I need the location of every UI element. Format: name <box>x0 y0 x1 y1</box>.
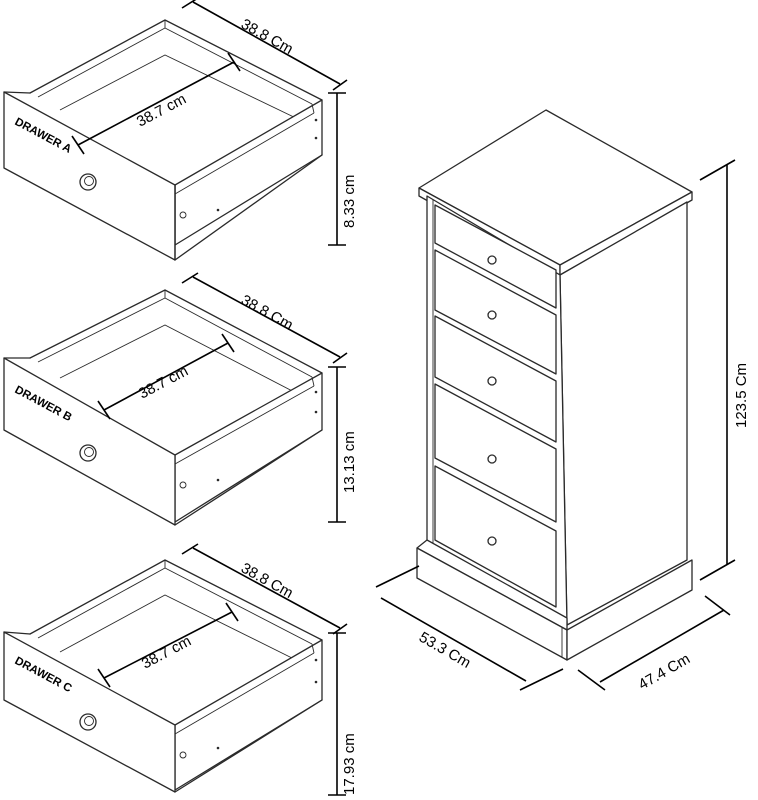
drawer-b-width-dimension <box>181 272 348 364</box>
chest-height: 123.5 Cm <box>733 363 750 428</box>
chest-height-dimension <box>699 159 736 581</box>
drawer-c-inner-width: 38.7 cm <box>139 632 194 672</box>
chest-drawer-4 <box>434 383 557 523</box>
drawer-a-inner-width: 38.7 cm <box>134 90 189 130</box>
drawer-a-height-dimension <box>328 92 346 246</box>
drawer-a-width-dimension <box>181 0 348 91</box>
drawer-b-height: 13.13 cm <box>341 431 358 493</box>
drawer-b-height-dimension <box>328 366 346 523</box>
drawer-a: DRAWER A 38.7 cm 38.8 Cm 8.33 cm <box>3 0 358 261</box>
drawer-c-width: 38.8 Cm <box>238 560 296 602</box>
drawer-c-height: 17.93 cm <box>341 733 358 795</box>
chest-of-drawers <box>416 109 693 661</box>
drawer-b-knob <box>79 444 97 462</box>
chest-side <box>559 201 688 626</box>
drawer-b-width: 38.8 Cm <box>238 292 296 334</box>
drawer-b-inner-dimension <box>97 333 235 420</box>
chest-width-dimension <box>375 565 564 691</box>
drawer-c-knob <box>79 713 97 731</box>
drawer-a-width: 38.8 Cm <box>238 16 296 58</box>
drawer-c-height-dimension <box>328 632 346 796</box>
chest-drawer-5 <box>434 465 557 608</box>
drawer-a-knob <box>79 173 97 191</box>
drawer-b: DRAWER B 38.7 cm 38.8 Cm 13.13 cm <box>3 272 358 526</box>
drawer-a-height: 8.33 cm <box>341 175 358 228</box>
chest-drawer-1 <box>434 204 557 309</box>
drawer-b-inner-width: 38.7 cm <box>136 362 191 402</box>
drawer-c-box <box>3 559 323 793</box>
drawer-c: DRAWER C 38.7 cm 38.8 Cm 17.93 cm <box>3 543 358 796</box>
drawer-a-inner-dimension <box>71 52 241 155</box>
drawer-b-box <box>3 289 323 526</box>
drawer-c-inner-dimension <box>97 602 239 688</box>
chest-depth-dimension <box>577 595 731 691</box>
